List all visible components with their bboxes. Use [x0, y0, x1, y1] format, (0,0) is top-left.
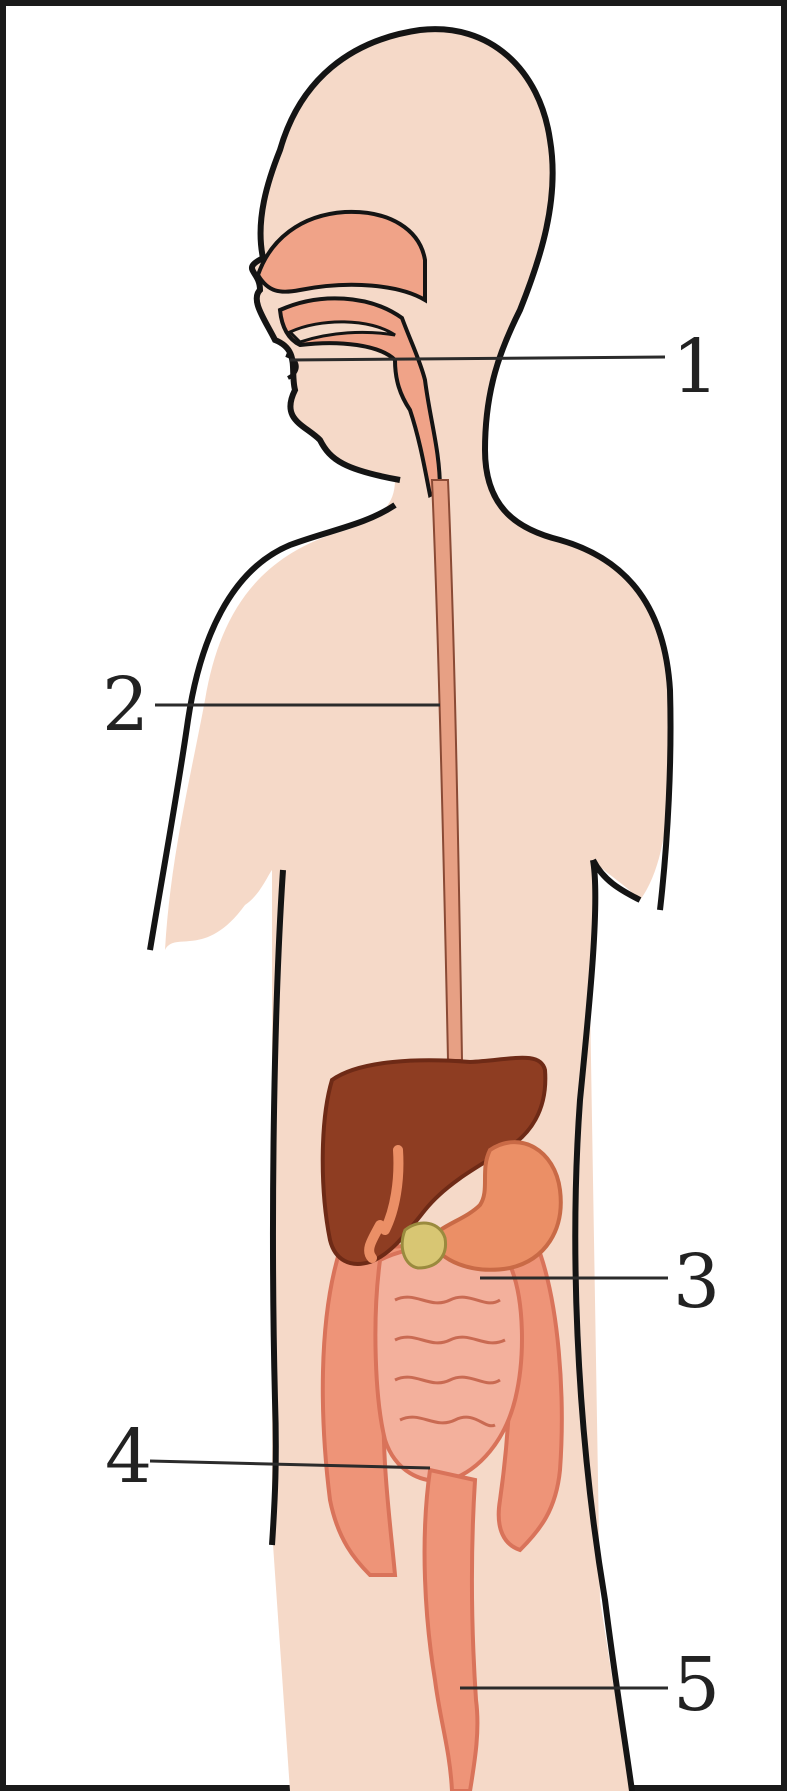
gallbladder [402, 1223, 445, 1268]
label-2: 2 [102, 668, 149, 742]
label-1: 1 [672, 330, 719, 404]
label-4: 4 [105, 1420, 152, 1494]
label-3: 3 [673, 1245, 720, 1319]
label-5: 5 [673, 1648, 720, 1722]
